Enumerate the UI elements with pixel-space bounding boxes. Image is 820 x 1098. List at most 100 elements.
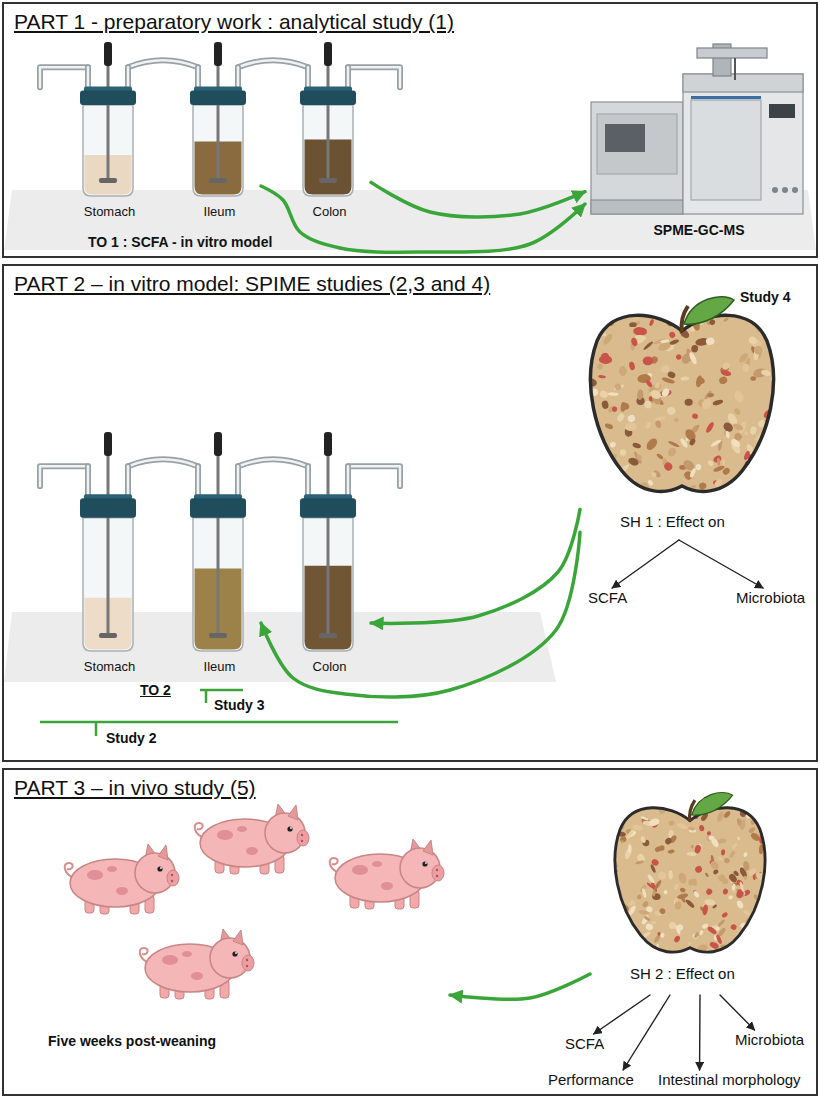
pomace-crumb [612, 812, 619, 819]
vessel-drawing [288, 42, 368, 222]
pig-spot [246, 847, 258, 855]
pomace-crumb [760, 480, 767, 487]
effect-label: Intestinal morphology [658, 1071, 801, 1089]
pomace-crumb [654, 382, 661, 389]
apple-pomace: SH 2 : Effect on [590, 785, 790, 995]
pomace-crumb [615, 935, 620, 942]
pomace-crumb [645, 923, 654, 931]
pomace-crumb [650, 864, 657, 874]
pomace-crumb [730, 923, 738, 931]
pomace-crumb [669, 922, 676, 929]
pomace-crumb [676, 822, 688, 830]
glass-tube [127, 466, 130, 498]
pomace-crumb [713, 464, 726, 472]
pomace-crumb [651, 921, 657, 925]
pomace-crumb [722, 888, 728, 895]
apple-figure [581, 297, 779, 502]
study-bracket [205, 690, 208, 703]
pomace-crumb [633, 327, 648, 337]
vessel-drawing [178, 432, 258, 677]
pomace-crumb [627, 414, 636, 423]
pomace-crumb [733, 407, 741, 416]
stirrer-paddle [209, 178, 227, 183]
pomace-crumb [630, 337, 638, 347]
pomace-crumb [635, 860, 644, 865]
pomace-crumb [655, 420, 662, 429]
pomace-crumb [616, 412, 626, 423]
pomace-crumb [759, 929, 764, 934]
pig-spot [87, 870, 103, 880]
pomace-crumb [758, 313, 767, 322]
pomace-crumb [759, 471, 766, 479]
pomace-crumb [655, 310, 667, 317]
vessel-cap [190, 498, 246, 518]
pig-spot [191, 972, 203, 980]
pomace-crumb [675, 353, 682, 360]
pomace-crumb [736, 900, 745, 910]
pomace-crumb [718, 375, 728, 385]
pomace-crumb [737, 352, 749, 365]
pomace-crumb [660, 387, 670, 398]
apple-drawing [580, 285, 810, 540]
pomace-crumb [684, 398, 693, 406]
gc-button [792, 187, 798, 193]
pomace-crumb [762, 889, 773, 901]
pomace-crumb [694, 844, 702, 854]
pomace-crumb [620, 839, 624, 843]
glass-tube [305, 466, 311, 498]
pomace-crumb [663, 889, 669, 895]
pomace-crumb [688, 351, 698, 365]
pomace-crumb [731, 842, 738, 850]
pomace-crumb [607, 392, 618, 396]
pomace-crumb [743, 861, 750, 872]
pomace-crumb [686, 852, 696, 856]
pomace-crumb [753, 478, 762, 488]
gc-door [691, 100, 761, 200]
study-label: Study 2 [106, 730, 157, 747]
pomace-crumb [639, 950, 646, 958]
pomace-crumb [604, 423, 614, 430]
pomace-crumb [626, 926, 630, 936]
study-label: TO 1 : SCFA - in vitro model [88, 234, 272, 251]
pomace-crumb [601, 400, 609, 410]
study-label: Study 3 [214, 697, 265, 714]
pomace-crumb [646, 882, 654, 889]
pomace-crumb [728, 895, 733, 900]
bioreactor-vessel: Stomach [68, 42, 151, 222]
pomace-crumb [660, 339, 669, 343]
vessel-cap [300, 91, 356, 105]
pomace-crumb [657, 871, 667, 880]
pomace-crumb [671, 804, 677, 810]
pomace-crumb [615, 817, 621, 820]
pomace-crumb [749, 426, 757, 435]
pomace-texture [581, 308, 779, 502]
pig-spot [237, 826, 247, 832]
stirrer-motor [104, 42, 112, 66]
stirrer-paddle [99, 633, 117, 638]
pomace-crumb [717, 855, 724, 861]
apple-outline [615, 808, 765, 952]
pomace-crumb [599, 475, 609, 484]
pomace-crumb [620, 402, 626, 412]
effect-branch [679, 540, 763, 588]
pig-snout [167, 870, 179, 886]
pomace-crumb [743, 909, 752, 916]
pigs-drawing [40, 800, 450, 1060]
pomace-crumb [667, 370, 677, 379]
pig-ear [288, 805, 298, 820]
effect-term: SCFA [585, 588, 630, 608]
pig-tail [330, 858, 338, 872]
study-bracket [95, 722, 98, 736]
pomace-crumb [643, 340, 654, 350]
pomace-crumb [704, 872, 709, 877]
study-bracket [40, 721, 398, 724]
pig-spot [107, 866, 117, 872]
pomace-crumb [756, 930, 763, 934]
pomace-crumb [602, 332, 614, 346]
pomace-crumb [716, 810, 725, 823]
effect-term: Performance [545, 1070, 637, 1090]
gc-ms-instrument: SPME-GC-MS [585, 40, 813, 245]
pomace-crumb [643, 915, 651, 921]
pomace-crumb [644, 421, 652, 430]
